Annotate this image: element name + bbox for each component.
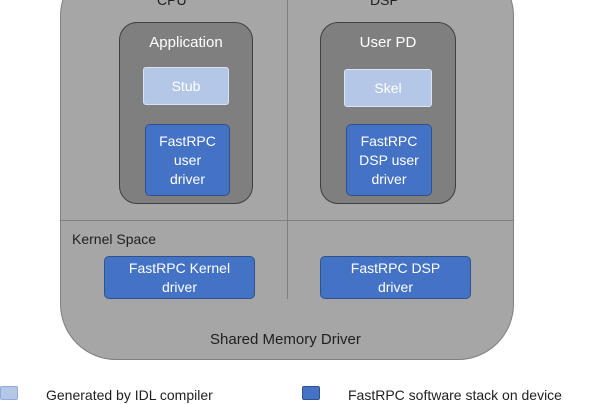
fastrpc-dsp-driver-box: FastRPC DSP driver [320,256,471,299]
dsp-label: DSP [370,0,399,8]
fastrpc-kernel-driver-box: FastRPC Kernel driver [104,256,255,299]
user-pd-panel [320,22,456,204]
legend-swatch-idl [0,386,18,400]
shared-memory-driver-label: Shared Memory Driver [210,331,361,348]
kernel-space-label: Kernel Space [72,231,157,247]
cpu-dsp-divider-lower [287,221,288,299]
skel-box: Skel [344,69,432,107]
kernel-space-divider [61,220,513,221]
legend-label-idl: Generated by IDL compiler [46,387,213,403]
legend-swatch-fastrpc [302,386,320,400]
fastrpc-dsp-user-driver-box: FastRPC DSP user driver [346,124,432,196]
cpu-label: CPU [157,0,187,8]
user-pd-panel-title: User PD [359,34,417,51]
cpu-dsp-divider-upper [287,0,288,220]
fastrpc-user-driver-box: FastRPC user driver [145,124,230,196]
stub-box: Stub [143,67,229,105]
legend-label-fastrpc: FastRPC software stack on device [348,387,562,403]
application-panel-title: Application [149,34,223,51]
